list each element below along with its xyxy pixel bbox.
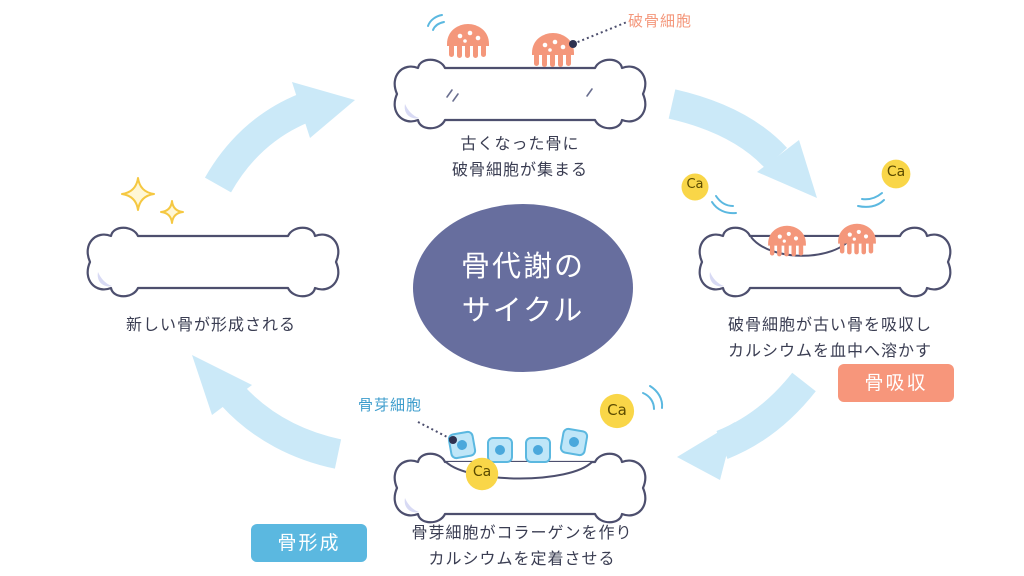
cycle-arrow-top-right bbox=[668, 89, 817, 198]
osteoclast-icon bbox=[532, 33, 574, 67]
center-title-line1: 骨代謝の bbox=[460, 249, 585, 283]
cycle-arrow-bottom-right bbox=[677, 372, 816, 480]
vibration-icon bbox=[642, 385, 664, 410]
osteoblast-pointer-line bbox=[417, 421, 454, 441]
vibration-icon bbox=[711, 192, 885, 215]
step-top-line2: 破骨細胞が集まる bbox=[451, 160, 588, 179]
formation-pit-outline bbox=[445, 461, 593, 480]
osteoclast-icon bbox=[768, 225, 806, 257]
center-circle bbox=[413, 204, 633, 372]
step-right-line2: カルシウムを血中へ溶かす bbox=[727, 341, 932, 360]
bone-top bbox=[393, 58, 647, 130]
osteoclast-icon bbox=[447, 24, 489, 58]
step-top-line1: 古くなった骨に bbox=[460, 134, 580, 153]
step-right-line1: 破骨細胞が古い骨を吸収し bbox=[727, 315, 932, 334]
calcium-symbol: Ca bbox=[472, 464, 492, 480]
step-left-line1: 新しい骨が形成される bbox=[125, 315, 296, 334]
resorption-badge: 骨吸収 bbox=[838, 364, 954, 402]
step-top-caption: 古くなった骨に 破骨細胞が集まる bbox=[400, 131, 640, 183]
calcium-symbol: Ca bbox=[607, 401, 627, 419]
resorption-pit-outline bbox=[750, 236, 853, 257]
step-left-caption: 新しい骨が形成される bbox=[86, 312, 336, 338]
step-bottom-line2: カルシウムを定着させる bbox=[428, 549, 616, 568]
osteoblast-label: 骨芽細胞 bbox=[358, 396, 423, 414]
osteoblast-cells bbox=[447, 427, 589, 463]
sparkle-icon bbox=[121, 177, 184, 224]
calcium-symbol: Ca bbox=[686, 177, 704, 192]
osteoclast-label: 破骨細胞 bbox=[628, 12, 693, 30]
calcium-symbol: Ca bbox=[886, 164, 906, 180]
bone-left bbox=[86, 226, 340, 298]
vibration-icon bbox=[427, 14, 445, 31]
cycle-arrow-top-left bbox=[204, 82, 355, 193]
step-bottom-line1: 骨芽細胞がコラーゲンを作り bbox=[411, 523, 633, 542]
crack-marks bbox=[446, 88, 593, 102]
pointer-dot bbox=[569, 40, 577, 48]
pointer-dot bbox=[449, 436, 457, 444]
step-right-caption: 破骨細胞が古い骨を吸収し カルシウムを血中へ溶かす bbox=[680, 312, 980, 364]
center-title: 骨代謝の サイクル bbox=[393, 200, 653, 376]
formation-badge: 骨形成 bbox=[251, 524, 367, 562]
center-title-line2: サイクル bbox=[461, 293, 585, 327]
step-bottom-caption: 骨芽細胞がコラーゲンを作り カルシウムを定着させる bbox=[378, 520, 666, 572]
osteoclast-icon bbox=[838, 223, 876, 255]
cycle-arrow-bottom-left bbox=[192, 355, 342, 469]
osteoclast-pointer-line bbox=[572, 21, 628, 45]
